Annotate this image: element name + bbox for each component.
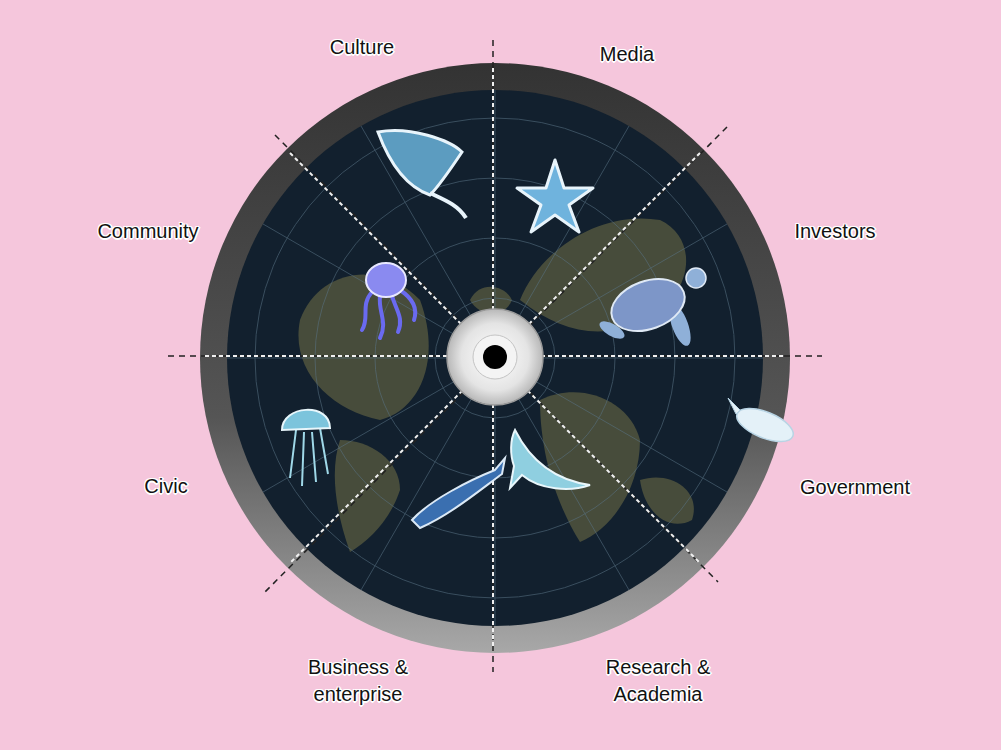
beluga-body	[732, 402, 797, 449]
sector-label: Media	[600, 41, 654, 68]
continent	[540, 392, 640, 542]
octopus	[362, 263, 415, 338]
disc-sea	[227, 90, 763, 626]
stingray-tail	[430, 193, 466, 218]
octopus-head	[366, 263, 406, 297]
eye-iris	[473, 335, 517, 379]
eye-pupil	[483, 345, 507, 369]
map-grid	[227, 90, 763, 626]
turtle-head	[686, 268, 706, 288]
sector-label: Government	[800, 474, 910, 501]
sector-label: Culture	[330, 34, 394, 61]
divider-line	[275, 135, 718, 582]
continents	[298, 218, 693, 552]
jellyfish	[282, 410, 330, 486]
beluga-tail	[728, 398, 740, 414]
light-whale	[510, 430, 590, 489]
whale-body	[412, 458, 505, 528]
grid-circle	[435, 298, 555, 418]
stingray-body	[378, 131, 462, 195]
stingray	[378, 131, 466, 218]
jellyfish-tentacles	[290, 428, 328, 486]
grid-meridians	[227, 90, 763, 626]
turtle-shell	[604, 269, 692, 340]
blue-whale	[412, 458, 505, 528]
jellyfish-bell	[282, 410, 330, 430]
sector-label: Community	[97, 218, 198, 245]
divider-line	[265, 127, 727, 592]
turtle	[597, 268, 706, 348]
sector-label: Business & enterprise	[288, 654, 428, 708]
eye-outer	[447, 309, 543, 405]
sector-label: Investors	[794, 218, 875, 245]
continent	[298, 274, 428, 420]
disc-rim	[200, 63, 790, 653]
sector-label: Civic	[144, 473, 187, 500]
sector-dividers	[168, 40, 822, 672]
chain-line	[290, 153, 700, 563]
sector-label: Research & Academia	[588, 654, 728, 708]
whale-body	[510, 430, 590, 489]
chain-line	[290, 153, 700, 563]
starfish	[517, 160, 593, 232]
sector-chains	[205, 68, 785, 648]
beluga	[728, 398, 798, 448]
continent	[640, 477, 694, 523]
